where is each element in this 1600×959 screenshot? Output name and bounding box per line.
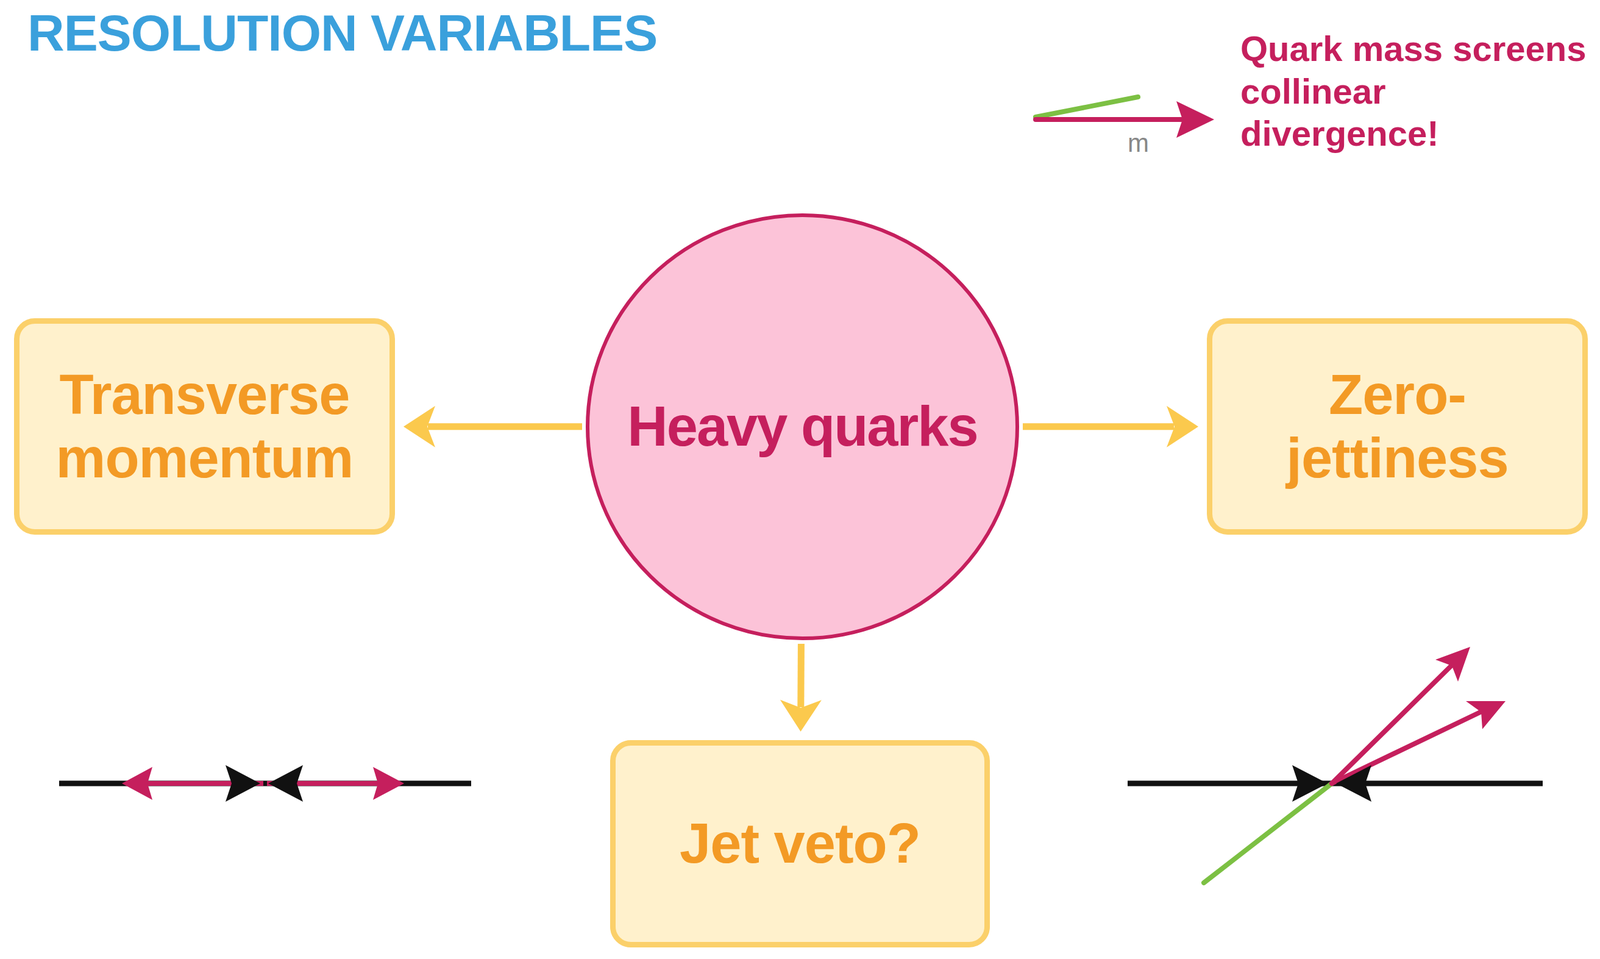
node-label: Zero-jettiness [1230, 363, 1565, 489]
slide-title: RESOLUTION VARIABLES [27, 3, 658, 63]
callout-note: Quark mass screens collinear divergence! [1240, 27, 1594, 155]
variable-box: Jet veto? [610, 739, 990, 948]
arrow-connector [1022, 405, 1199, 448]
arrow-connector [403, 405, 583, 448]
variable-box: Zero-jettiness [1206, 318, 1588, 535]
text-group: Transverse momentum [37, 363, 372, 489]
text-group: Zero-jettiness [1230, 363, 1565, 489]
text-group: Jet veto? [679, 811, 921, 875]
node-label: Jet veto? [679, 811, 921, 875]
text-group: Heavy quarks [627, 394, 978, 458]
variable-box: Transverse momentum [14, 318, 395, 535]
back-to-back-illustration [59, 764, 472, 802]
mass-illustration [1035, 96, 1215, 138]
center-circle: Heavy quarks [584, 212, 1021, 642]
mass-symbol: m [1127, 129, 1165, 158]
node-label: Transverse momentum [37, 363, 372, 489]
arrow-connector [780, 643, 822, 732]
node-label: Heavy quarks [627, 394, 978, 458]
collinear-illustration [1127, 646, 1543, 883]
